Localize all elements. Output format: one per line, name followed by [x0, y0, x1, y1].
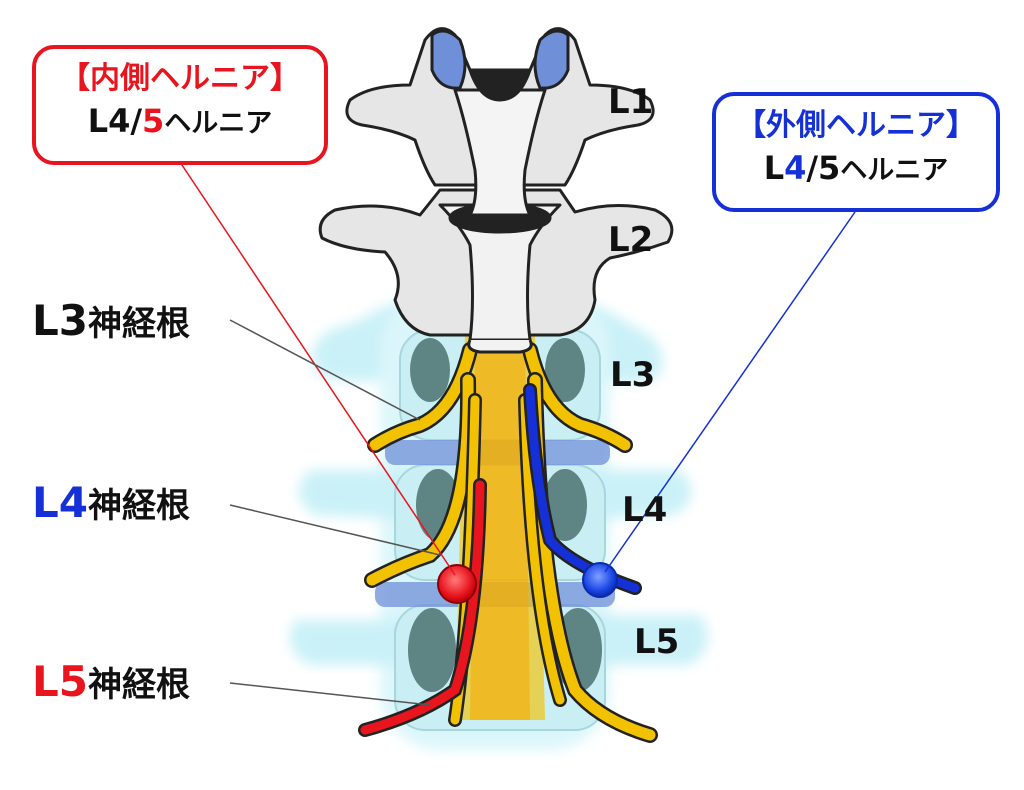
medial-level-prefix: L4/ [87, 102, 143, 140]
medial-herniation-mark [437, 564, 477, 604]
medial-herniation-title: 【内側ヘルニア】 [60, 61, 300, 96]
vertebra-label-l3: L3 [610, 355, 656, 395]
l3-nerve-root-level: L3 [32, 296, 88, 345]
lateral-herniation-title: 【外側ヘルニア】 [736, 108, 976, 143]
lateral-level-rest: /5 [806, 149, 841, 187]
vertebra-label-l1: L1 [608, 82, 654, 122]
upper-vertebrae [318, 27, 674, 354]
medial-level-highlight: 5 [142, 102, 165, 140]
vertebra-label-l4: L4 [622, 490, 668, 530]
vertebra-label-l5: L5 [634, 622, 680, 662]
l5-nerve-root-suffix: 神経根 [88, 665, 190, 705]
l4-nerve-root-suffix: 神経根 [88, 486, 190, 526]
medial-herniation-level: L4/5ヘルニア [36, 99, 324, 146]
l3-nerve-root-suffix: 神経根 [88, 304, 190, 344]
lateral-level-prefix: L [763, 149, 785, 187]
medial-level-suffix: ヘルニア [164, 108, 273, 139]
l5-nerve-root-highlight [358, 478, 487, 737]
vertebra-label-l2: L2 [608, 220, 654, 260]
l5-nerve-root-level: L5 [32, 657, 88, 706]
l4-nerve-root-label: L4神経根 [32, 478, 190, 527]
leader-lines [179, 161, 856, 706]
l4-nerve-root-level: L4 [32, 478, 88, 527]
lateral-level-highlight: 4 [784, 149, 807, 187]
lateral-herniation-callout: 【外側ヘルニア】 L4/5ヘルニア [712, 92, 1000, 212]
lateral-level-suffix: ヘルニア [840, 155, 949, 186]
lateral-herniation-level: L4/5ヘルニア [716, 146, 996, 193]
l3-nerve-root-label: L3神経根 [32, 296, 190, 345]
l5-nerve-root-label: L5神経根 [32, 657, 190, 706]
lateral-herniation-mark [582, 562, 618, 598]
medial-herniation-callout: 【内側ヘルニア】 L4/5ヘルニア [32, 45, 328, 165]
